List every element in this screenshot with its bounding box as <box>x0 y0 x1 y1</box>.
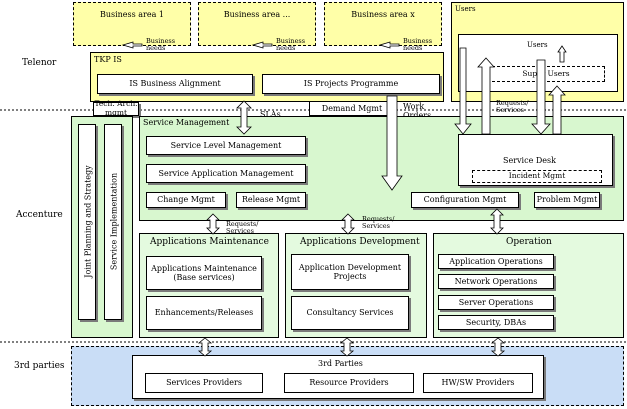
operation-title: Operation <box>506 237 552 247</box>
work-orders-label: Work Orders <box>403 102 431 120</box>
row-label-third-parties: 3rd parties <box>14 361 65 371</box>
hwsw-providers-box: HW/SW Providers <box>423 373 533 393</box>
applications-maintenance-base-box: Applications Maintenance (Base services) <box>146 256 262 290</box>
super-users-box: Super Users <box>487 66 605 82</box>
network-operations-box: Network Operations <box>438 274 554 289</box>
business-needs-arrow-3 <box>378 41 400 49</box>
is-business-alignment-box: IS Business Alignment <box>97 74 253 94</box>
users-arrow-small <box>557 45 567 63</box>
users-title: Users <box>455 5 476 13</box>
is-projects-programme-box: IS Projects Programme <box>262 74 440 94</box>
problem-mgmt-box: Problem Mgmt <box>534 192 600 208</box>
service-management-title: Service Management <box>143 118 230 127</box>
business-area-1: Business area 1 <box>73 2 191 46</box>
business-needs-arrow-1 <box>121 41 143 49</box>
services-providers-box: Services Providers <box>145 373 263 393</box>
users-arrow-right-1 <box>531 59 551 135</box>
business-needs-label-3: Business needs <box>403 37 433 52</box>
service-implementation-box: Service Implementation <box>104 124 122 320</box>
change-mgmt-box: Change Mgmt <box>146 192 226 208</box>
server-operations-box: Server Operations <box>438 295 554 310</box>
joint-planning-box: Joint Planning and Strategy <box>78 124 96 320</box>
resource-providers-box: Resource Providers <box>284 373 414 393</box>
slas-arrow <box>236 100 252 135</box>
security-dbas-box: Security, DBAs <box>438 315 554 330</box>
business-needs-label-1: Business needs <box>146 37 176 52</box>
business-area-middle: Business area ... <box>198 2 316 46</box>
row-label-accenture: Accenture <box>16 210 63 220</box>
release-mgmt-box: Release Mgmt <box>236 192 306 208</box>
service-application-management-box: Service Application Management <box>146 164 306 183</box>
business-area-x: Business area x <box>324 2 442 46</box>
requests-arrow-operation <box>490 208 504 235</box>
configuration-mgmt-box: Configuration Mgmt <box>411 192 519 208</box>
third-parties-title: 3rd Parties <box>318 359 363 368</box>
slas-label: SLAs <box>260 110 281 119</box>
users-inner-label: Users <box>527 41 548 49</box>
applications-development-title: Applications Development <box>300 237 420 247</box>
application-operations-box: Application Operations <box>438 254 554 269</box>
requests-services-label-2: Requests/ Services <box>226 220 259 235</box>
users-arrow-up-1 <box>477 57 495 135</box>
row-label-telenor: Telenor <box>22 58 57 68</box>
service-desk-label: Service Desk <box>503 156 556 165</box>
tkp-is-title: TKP IS <box>94 55 122 64</box>
third-party-arrow-1 <box>197 337 213 357</box>
tech-arch-mgmt-box: Tech. Arch. mgmt <box>93 99 139 117</box>
third-party-arrow-3 <box>490 337 506 357</box>
requests-services-label-1: Requests/ Services <box>362 215 395 230</box>
application-development-projects-box: Application Development Projects <box>291 254 409 290</box>
service-level-management-box: Service Level Management <box>146 136 306 155</box>
consultancy-services-box: Consultancy Services <box>291 296 409 330</box>
third-party-arrow-2 <box>339 337 355 357</box>
business-needs-label-2: Business needs <box>276 37 306 52</box>
requests-arrow-maintenance <box>206 213 220 235</box>
requests-services-label-users: Requests/ Services <box>496 99 529 114</box>
enhancements-releases-box: Enhancements/Releases <box>146 296 262 330</box>
requests-arrow-development <box>341 213 355 235</box>
work-orders-arrow <box>381 95 403 191</box>
applications-maintenance-title: Applications Maintenance <box>150 237 269 247</box>
users-arrow-up-2 <box>548 85 566 135</box>
users-arrow-down-1 <box>454 47 472 135</box>
incident-mgmt-box: Incident Mgmt <box>472 170 602 183</box>
business-needs-arrow-2 <box>251 41 273 49</box>
